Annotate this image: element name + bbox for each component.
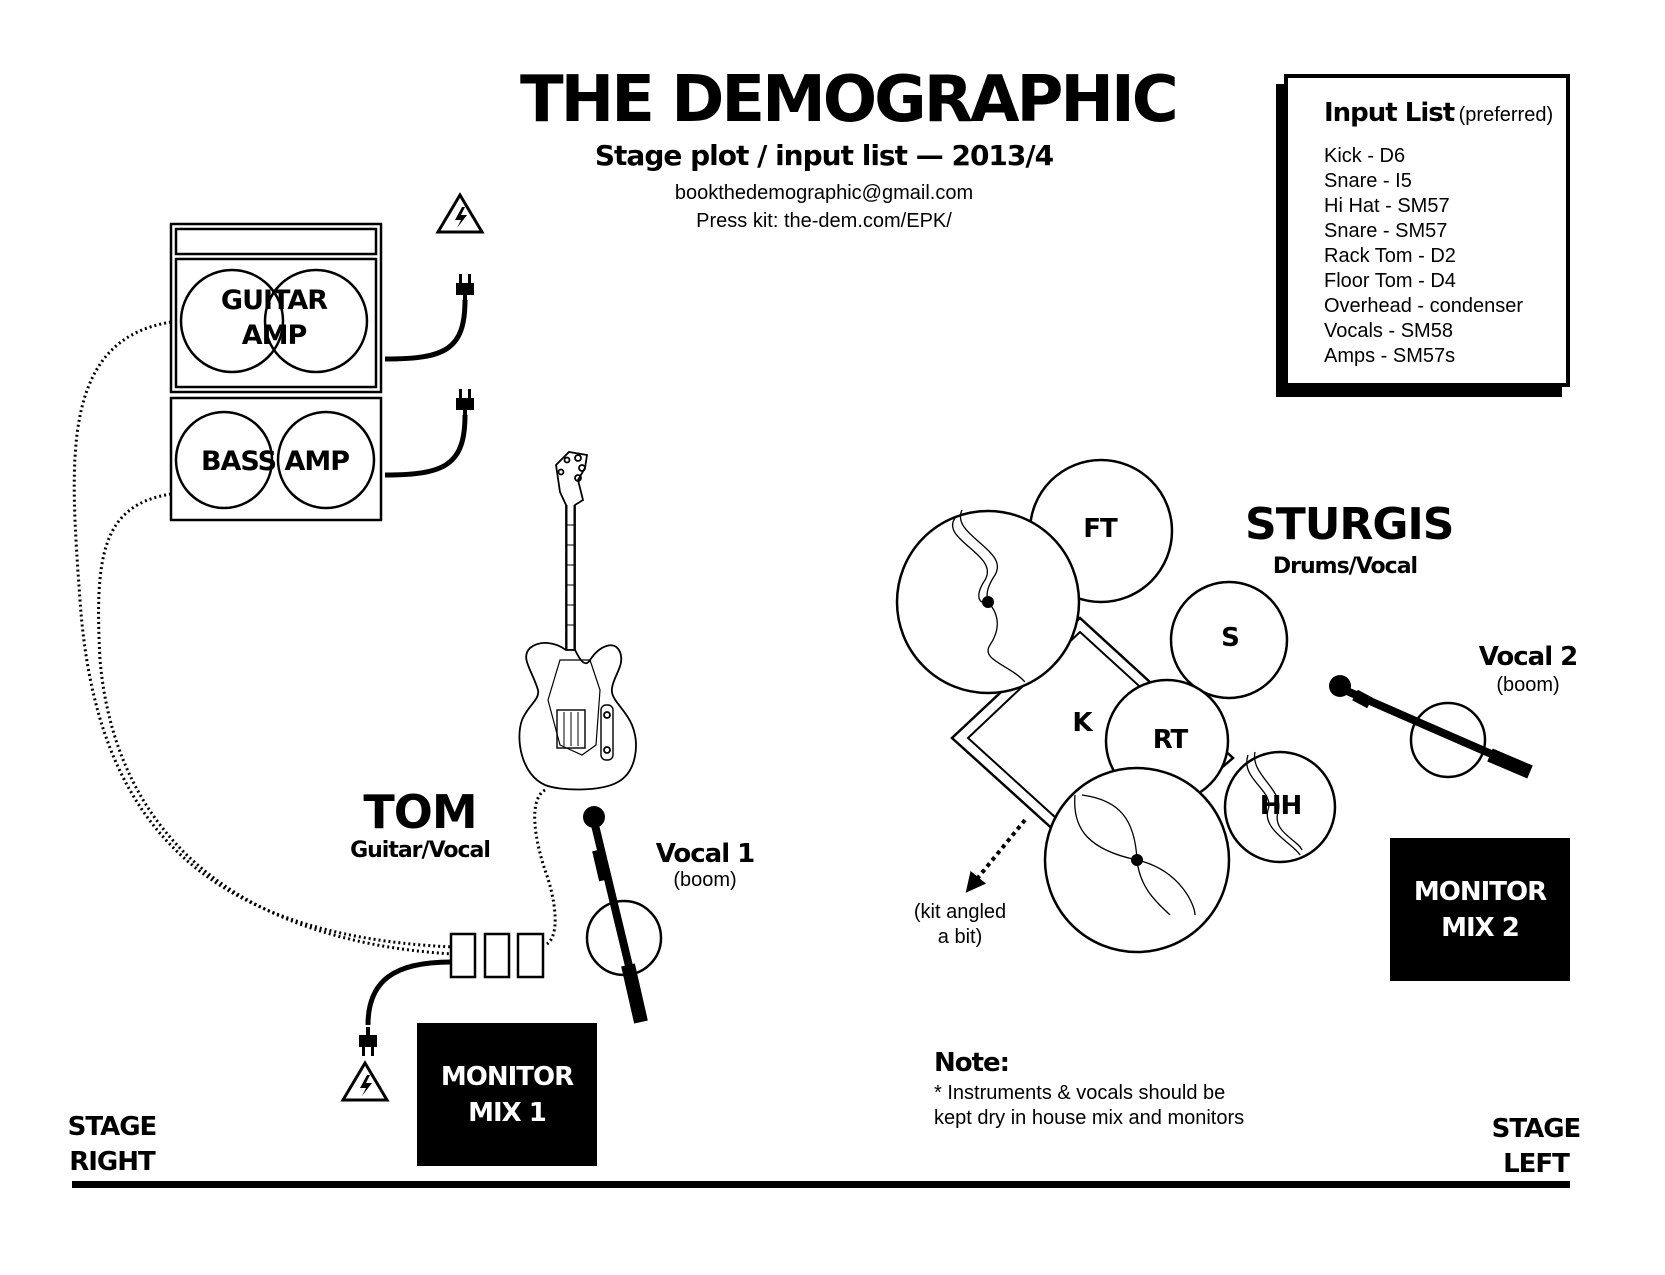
- cymbal-icon: [1043, 766, 1231, 954]
- monitor-mix-1-line2: MIX 1: [468, 1097, 547, 1128]
- monitor-mix-1-line1: MONITOR: [440, 1061, 574, 1092]
- list-item: Floor Tom - D4: [1324, 270, 1456, 292]
- guitar-icon: [518, 451, 637, 791]
- list-item: Overhead - condenser: [1324, 295, 1524, 317]
- cymbal-icon: [895, 509, 1081, 695]
- list-item: Kick - D6: [1324, 145, 1406, 167]
- bass-amp: [169, 396, 383, 522]
- performer-sturgis-name: STURGIS: [1245, 499, 1455, 550]
- microphone-icon: [1329, 675, 1533, 779]
- input-list-heading: Input List: [1324, 98, 1455, 128]
- stage-left-line1: STAGE: [1491, 1114, 1582, 1144]
- input-list-qualifier: (preferred): [1458, 104, 1554, 126]
- monitor-mix-2-line1: MONITOR: [1413, 876, 1547, 907]
- vocal1-label: Vocal 1: [655, 839, 756, 869]
- list-item: Vocals - SM58: [1324, 320, 1453, 342]
- list-item: Amps - SM57s: [1324, 345, 1456, 367]
- microphone-icon: [583, 806, 663, 1024]
- rack-tom-label: RT: [1152, 725, 1189, 755]
- kick-label: K: [1072, 708, 1092, 738]
- list-item: Snare - SM57: [1324, 220, 1448, 242]
- guitar-amp-label-line1: GUITAR: [220, 285, 328, 316]
- monitor-mix-2: MONITOR MIX 2: [1390, 838, 1570, 981]
- stage-left-line2: LEFT: [1503, 1149, 1570, 1179]
- note-heading: Note:: [934, 1048, 1010, 1078]
- note-line1: * Instruments & vocals should be: [934, 1082, 1226, 1104]
- snare-label: S: [1221, 623, 1240, 653]
- power-warning-icon: [435, 192, 485, 234]
- floor-tom-label: FT: [1083, 514, 1118, 544]
- snare-drum: [1169, 580, 1289, 700]
- kit-note-line2: a bit): [937, 926, 983, 948]
- guitar-amp-label-line2: AMP: [241, 320, 308, 351]
- vocal2-label: Vocal 2: [1478, 642, 1579, 672]
- page-title: THE DEMOGRAPHIC: [520, 63, 1179, 137]
- power-plug-icon: [384, 389, 474, 478]
- vocal1-type: (boom): [673, 869, 737, 891]
- power-plug-icon: [384, 274, 474, 362]
- performer-tom-name: TOM: [363, 785, 477, 839]
- contact-email: bookthedemographic@gmail.com: [674, 182, 974, 204]
- pedal-icon: [449, 932, 545, 979]
- monitor-mix-2-line2: MIX 2: [1441, 912, 1520, 943]
- instrument-cables: [72, 320, 557, 956]
- hi-hat-label: HH: [1259, 791, 1303, 821]
- power-warning-icon: [340, 1060, 390, 1102]
- stage-right-line1: STAGE: [67, 1112, 158, 1142]
- power-plug-icon: [359, 959, 452, 1056]
- hi-hat: [1223, 750, 1337, 864]
- bass-amp-label: BASS AMP: [200, 446, 350, 477]
- kit-note-line1: (kit angled: [913, 901, 1007, 923]
- page-subtitle: Stage plot / input list — 2013/4: [594, 139, 1054, 172]
- hi-hat-cymbal-lines: [1246, 751, 1303, 856]
- stage-edge-line: [72, 1181, 1570, 1188]
- vocal2-type: (boom): [1496, 674, 1560, 696]
- list-item: Snare - I5: [1324, 170, 1412, 192]
- performer-sturgis-role: Drums/Vocal: [1272, 554, 1418, 579]
- input-list-panel: Input List (preferred) Kick - D6 Snare -…: [1284, 74, 1570, 387]
- list-item: Hi Hat - SM57: [1324, 195, 1450, 217]
- guitar-amp: [169, 222, 383, 394]
- note-line2: kept dry in house mix and monitors: [934, 1107, 1245, 1129]
- input-list: Kick - D6 Snare - I5 Hi Hat - SM57 Snare…: [1324, 144, 1523, 369]
- stage-right-line2: RIGHT: [69, 1147, 156, 1177]
- monitor-mix-1: MONITOR MIX 1: [417, 1023, 597, 1166]
- kit-angle-arrow: [965, 818, 1027, 893]
- list-item: Rack Tom - D2: [1324, 245, 1456, 267]
- performer-tom-role: Guitar/Vocal: [350, 838, 491, 863]
- press-kit-link: Press kit: the-dem.com/EPK/: [696, 210, 952, 232]
